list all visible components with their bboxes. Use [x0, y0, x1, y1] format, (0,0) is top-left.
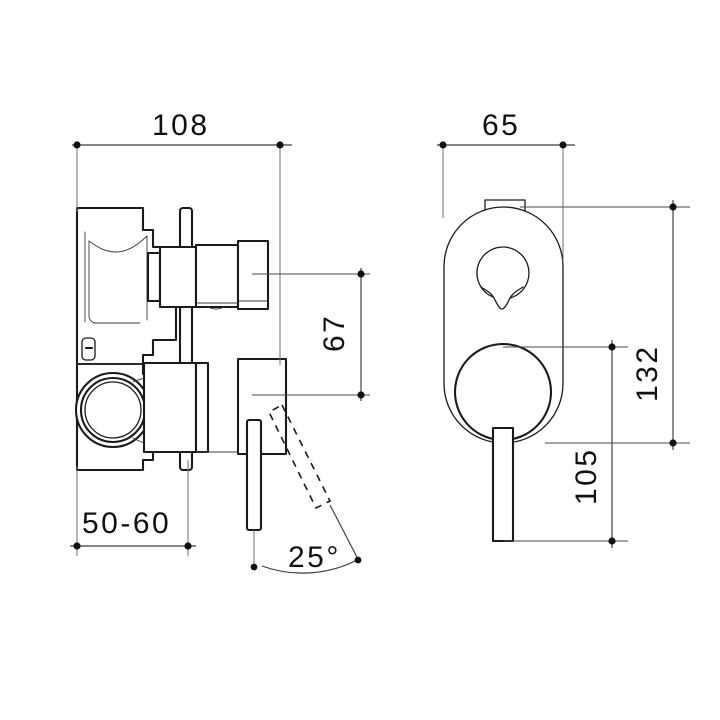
angle-dimension-25: 25°: [250, 504, 362, 574]
front-diverter-button: [476, 246, 530, 310]
dimension-108: 108: [72, 109, 292, 365]
side-lever-handle-tilted-ghost: [267, 403, 332, 510]
dimension-132-label: 132: [631, 344, 664, 402]
dimension-50-60-label: 50-60: [82, 507, 171, 540]
front-mixer-hub-circle: [453, 342, 553, 442]
dimension-105: 105: [503, 340, 628, 548]
dimension-67-label: 67: [318, 314, 351, 352]
front-elevation-view: 65 132 105: [437, 109, 690, 548]
dimension-67: 67: [252, 268, 370, 401]
side-diverter-knob: [146, 239, 270, 311]
side-mixer-hub: [142, 357, 288, 456]
dimension-108-label: 108: [152, 109, 210, 142]
dimension-65: 65: [437, 109, 575, 262]
front-lever-handle: [491, 426, 515, 543]
dimension-105-label: 105: [570, 447, 603, 505]
dimension-65-label: 65: [482, 109, 520, 142]
dimension-132: 132: [520, 200, 690, 450]
angle-dimension-25-label: 25°: [288, 541, 341, 574]
dimension-50-60: 50-60: [70, 460, 196, 556]
side-lever-handle: [245, 418, 263, 532]
side-elevation-view: 25° 108 50-60: [70, 109, 370, 574]
